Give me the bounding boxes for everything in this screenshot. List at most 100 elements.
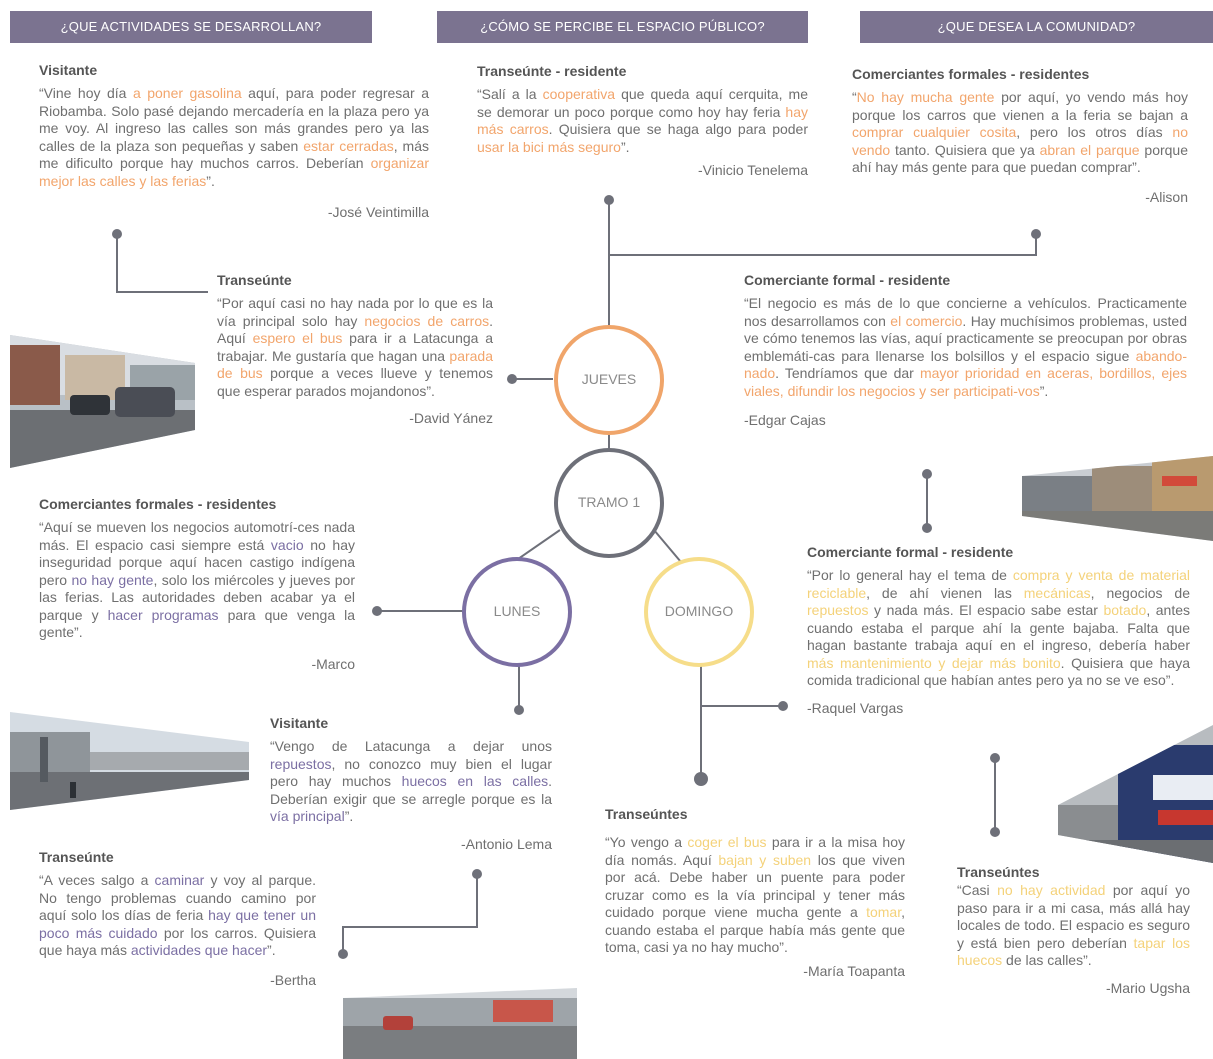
testimony-quote: “Yo vengo a coger el bus para ir a la mi… (605, 834, 905, 957)
node-jueves-circle (554, 325, 664, 435)
highlighted-phrase: no hay actividad (997, 882, 1106, 898)
quote-text: , antes cuando estaba el parque ahí la g… (807, 602, 1190, 653)
node-tramo-circle (554, 448, 664, 558)
testimony-signature: -Vinicio Tenelema (698, 162, 808, 178)
quote-text: , pero los otros días (1016, 124, 1173, 140)
quote-text: para ir a la misa hoy día nomás. Aquí (605, 834, 905, 868)
testimony-quote: “Aquí se mueven los negocios automotrí-c… (39, 519, 355, 642)
quote-text: “Por aquí casi no hay nada por lo que es… (217, 295, 493, 329)
street-photo (1058, 725, 1213, 863)
testimony-signature: -María Toapanta (803, 962, 905, 979)
highlighted-phrase: hay que tener un poco más cuidado (39, 907, 316, 941)
quote-text: por aquí yo paso para ir a mi casa, más … (957, 882, 1191, 951)
highlighted-phrase: No hay mucha gente (856, 89, 995, 105)
quote-text: ”. (206, 172, 215, 189)
header-comunidad: ¿QUE DESEA LA COMUNIDAD? (860, 11, 1213, 43)
testimony-name: Transeúntes (957, 864, 1040, 880)
highlighted-phrase: hacer programas (107, 606, 219, 623)
highlighted-phrase: comprar cualquier cosita (852, 124, 1017, 140)
highlighted-phrase: repuestos (270, 755, 332, 772)
quote-text: ”. (267, 942, 276, 958)
testimony-name: Comerciantes formales - residentes (39, 496, 277, 512)
connector-dot (372, 606, 382, 616)
testimony-visitante-1: Visitante “Vine hoy día a poner gasolina… (39, 62, 429, 220)
testimony-name: Visitante (270, 715, 329, 731)
node-lunes-circle (462, 557, 572, 667)
quote-text: ”. (1039, 382, 1049, 399)
connector-line (342, 874, 478, 954)
header-actividades: ¿QUE ACTIVIDADES SE DESARROLLAN? (10, 11, 372, 43)
testimony-signature: -José Veintimilla (327, 204, 429, 220)
highlighted-phrase: organizar mejor las calles y las ferias (39, 155, 429, 189)
node-tramo-label: TRAMO 1 (577, 494, 641, 510)
testimony-transeunte-1: Transeúnte “Por aquí casi no hay nada po… (217, 272, 493, 426)
connector-line (609, 236, 1037, 256)
street-photo (1022, 456, 1213, 541)
testimony-quote: “No hay mucha gente por aquí, yo vendo m… (852, 89, 1188, 177)
connector-dot (922, 469, 932, 479)
node-domingo-circle (644, 557, 754, 667)
highlighted-phrase: a poner gasolina (132, 85, 242, 101)
quote-text: ”. (620, 138, 630, 155)
highlighted-phrase: tapar los huecos (957, 934, 1190, 969)
testimony-comerciantes-2: Comerciantes formales - residentes “No h… (852, 66, 1188, 205)
connector-dot (514, 705, 524, 715)
quote-text: “Yo vengo a (605, 834, 688, 850)
testimony-quote: “El negocio es más de lo que concierne a… (744, 295, 1187, 400)
testimony-name: Transeúnte (217, 272, 292, 288)
highlighted-phrase: no vendo (852, 124, 1188, 158)
connector-dot (990, 753, 1000, 763)
quote-text: “Casi (957, 882, 998, 898)
testimony-name: Transeúnte - residente (477, 63, 627, 79)
connector-dot (112, 229, 122, 239)
quote-text: , no conozco muy bien el lugar pero hay … (270, 755, 552, 790)
quote-text: porque a veces llueve y tenemos que espe… (217, 365, 493, 399)
highlighted-phrase: botado (1103, 602, 1147, 618)
testimony-quote: “Por lo general hay el tema de compra y … (807, 567, 1190, 690)
quote-text: , solo los miércoles y jueves por las fe… (39, 571, 355, 623)
connector-dot (507, 374, 517, 384)
highlighted-phrase: usar la bici más seguro (477, 138, 621, 155)
highlighted-phrase: mayor prioridad en aceras, bordillos, ej… (744, 365, 1188, 399)
highlighted-phrase: más mantenimiento y dejar más bonito (807, 654, 1061, 671)
header-espacio-publico: ¿CÓMO SE PERCIBE EL ESPACIO PÚBLICO? (437, 11, 808, 43)
quote-text: para ir a Latacunga a trabajar. Me gusta… (217, 330, 493, 364)
quote-text: de las calles”. (1002, 952, 1092, 968)
quote-text: , de ahí vienen las (866, 584, 1024, 601)
highlighted-phrase: hay más carros (477, 103, 808, 138)
connector-dot (778, 701, 788, 711)
street-photo (343, 988, 577, 1059)
quote-text: , negocios de (1090, 584, 1190, 601)
quote-text: por los carros. Quisiera que haya más (39, 924, 316, 959)
connector-dot (604, 195, 614, 205)
connector-dot (472, 869, 482, 879)
highlighted-phrase: huecos en las calles (401, 773, 549, 789)
testimony-signature: -Alison (1145, 188, 1188, 205)
testimony-transeuntes-2: Transeúntes “Casi no hay actividad por a… (957, 864, 1190, 996)
quote-text: “Salí a la (477, 86, 543, 102)
testimony-quote: “Salí a la cooperativa que queda aquí ce… (477, 86, 808, 156)
testimony-name: Comerciante formal - residente (744, 272, 951, 288)
node-lunes-label: LUNES (493, 603, 541, 619)
testimony-comerciantes-1: Comerciantes formales - residentes “Aquí… (39, 496, 355, 672)
testimony-quote: “Vengo de Latacunga a dejar unos repuest… (270, 738, 552, 826)
highlighted-phrase: tomar (866, 904, 902, 920)
testimony-quote: “Por aquí casi no hay nada por lo que es… (217, 295, 493, 400)
testimony-signature: -Mario Ugsha (1105, 979, 1190, 996)
testimony-visitante-2: Visitante “Vengo de Latacunga a dejar un… (270, 715, 552, 852)
highlighted-phrase: cooperativa (542, 86, 616, 102)
quote-text: y voy al parque. No tengo problemas cuan… (39, 872, 316, 923)
connector-dot (338, 949, 348, 959)
highlighted-phrase: vía principal (270, 808, 345, 824)
quote-text: “ (852, 89, 857, 105)
quote-text: “A veces salgo a (39, 872, 155, 888)
highlighted-phrase: negocios de carros (364, 312, 490, 329)
quote-text: . Hay muchísimos problemas, usted ve cóm… (744, 312, 1187, 364)
connector-dot (922, 523, 932, 533)
testimony-signature: -David Yánez (409, 410, 493, 426)
highlighted-phrase: abran el parque (1039, 141, 1140, 158)
highlighted-phrase: abando-nado (744, 347, 1187, 382)
testimony-name: Transeúnte (39, 849, 114, 865)
quote-text: tanto. Quisiera que ya (890, 141, 1040, 158)
